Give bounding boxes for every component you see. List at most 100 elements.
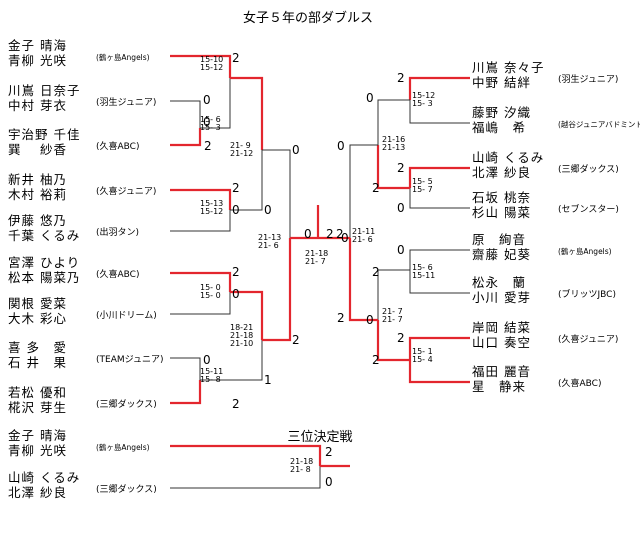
right-entry-player1: 福田 麗音 xyxy=(472,364,531,379)
score-r-s1: 0 xyxy=(341,231,349,245)
right-entry-player1: 石坂 桃奈 xyxy=(472,190,531,205)
game-score-m-l4: 15- 0 xyxy=(200,291,221,300)
game-score-m-r6: 21- 7 xyxy=(382,307,403,316)
score-l-e6: 2 xyxy=(232,265,240,279)
bracket-line xyxy=(262,149,291,238)
left-entry-player2: 千葉 くるみ xyxy=(8,228,80,243)
game-score-m-l3: 15-13 xyxy=(200,199,223,208)
bracket-line xyxy=(170,292,231,315)
game-score-m-l6: 21-12 xyxy=(230,149,253,158)
bracket-line xyxy=(376,145,410,190)
left-entry-team: (羽生ジュニア) xyxy=(96,96,156,108)
game-score-m-final: 21-18 xyxy=(305,249,328,258)
game-score-m-r5: 21-13 xyxy=(382,143,405,152)
score-r-e8: 2 xyxy=(372,353,380,367)
game-score-m-r7: 21-11 xyxy=(352,227,375,236)
right-entry-player2: 山口 奏空 xyxy=(472,335,531,350)
game-score-m-l8: 21- 6 xyxy=(258,241,279,250)
score-r-e4: 0 xyxy=(397,201,405,215)
bracket-line xyxy=(408,166,470,188)
right-entry-player2: 中野 結絆 xyxy=(472,75,531,90)
bracket-title: 女子５年の部ダブルス xyxy=(243,10,373,26)
left-entry-player2: 石 井 果 xyxy=(8,355,67,370)
score-l-sf3: 2 xyxy=(292,333,300,347)
game-score-m-l4: 15- 0 xyxy=(200,283,221,292)
game-score-m-l2: 15- 6 xyxy=(200,115,221,124)
right-entry-player1: 川嶌 奈々子 xyxy=(472,60,544,75)
score-r-sf4: 2 xyxy=(337,311,345,325)
score-r-sf3: 0 xyxy=(366,313,374,327)
left-entry-player1: 関根 愛菜 xyxy=(8,296,67,311)
bracket-line xyxy=(408,336,470,360)
right-entry-team: (羽生ジュニア) xyxy=(558,73,618,85)
score-l-sf2: 0 xyxy=(264,203,272,217)
bracket-line xyxy=(262,238,292,342)
game-score-m-third: 21-18 xyxy=(290,457,313,466)
left-entry-player2: 椛沢 芽生 xyxy=(8,400,67,415)
game-score-m-l2: 15- 3 xyxy=(200,123,221,132)
right-entry-player2: 杉山 陽菜 xyxy=(472,205,531,220)
bracket-line xyxy=(408,76,470,100)
right-entry-player1: 藤野 汐織 xyxy=(472,105,531,120)
right-entry-player2: 齋藤 妃葵 xyxy=(472,247,531,262)
score-l-e7: 0 xyxy=(232,287,240,301)
right-entry-team: (久喜ジュニア) xyxy=(558,333,618,345)
right-entry-team: (三郷ダックス) xyxy=(558,163,619,175)
bracket-line xyxy=(409,100,470,124)
game-score-m-l5: 15- 8 xyxy=(200,375,221,384)
right-entry-player2: 小川 愛芽 xyxy=(472,290,531,305)
score-r-sf1: 0 xyxy=(397,243,405,257)
score-t-top: 2 xyxy=(325,445,333,459)
left-entry-player1: 川嶌 日奈子 xyxy=(8,83,80,98)
left-entry-player2: 大木 彩心 xyxy=(8,311,67,326)
score-r-e6: 0 xyxy=(337,139,345,153)
game-score-m-r4: 15- 4 xyxy=(412,355,433,364)
game-score-m-r1: 15-12 xyxy=(412,91,435,100)
bracket-line xyxy=(200,78,231,129)
game-score-m-r2: 15- 5 xyxy=(412,177,433,186)
game-score-m-final: 21- 7 xyxy=(305,257,326,266)
left-entry-team: (鶴ヶ島Angels) xyxy=(96,52,150,62)
left-entry-team: (久喜ジュニア) xyxy=(96,185,156,197)
score-r-e1: 2 xyxy=(397,71,405,85)
game-score-m-third: 21- 8 xyxy=(290,465,311,474)
left-entry-player1: 伊藤 悠乃 xyxy=(8,213,67,228)
left-entry-player1: 宇治野 千佳 xyxy=(8,127,80,142)
game-score-m-l7: 18-21 xyxy=(230,323,253,332)
bracket-line xyxy=(349,144,378,238)
third-entry-team: (鶴ヶ島Angels) xyxy=(96,442,150,452)
left-entry-player1: 若松 優和 xyxy=(8,385,67,400)
game-score-m-r1: 15- 3 xyxy=(412,99,433,108)
score-r-sf2: 2 xyxy=(397,331,405,345)
bracket-line xyxy=(230,290,264,340)
left-entry-player2: 中村 芽衣 xyxy=(8,98,67,113)
bracket-lines xyxy=(170,54,470,489)
bracket-line xyxy=(377,99,410,145)
left-entry-player2: 松本 陽菜乃 xyxy=(8,270,80,285)
game-score-m-r6: 21- 7 xyxy=(382,315,403,324)
bracket-line xyxy=(348,238,378,322)
score-l-e3: 2 xyxy=(204,139,212,153)
score-l-e5: 0 xyxy=(232,203,240,217)
bracket-line xyxy=(170,100,201,128)
game-score-m-l3: 15-12 xyxy=(200,207,223,216)
game-score-m-r5: 21-16 xyxy=(382,135,405,144)
left-entry-player2: 木村 裕莉 xyxy=(8,187,67,202)
score-l-e1: 2 xyxy=(232,51,240,65)
score-l-qa-bot: 0 xyxy=(203,115,211,129)
bracket-line xyxy=(377,269,410,320)
game-score-m-l6: 21- 9 xyxy=(230,141,251,150)
score-r-e3: 2 xyxy=(397,161,405,175)
game-score-m-l7: 21-18 xyxy=(230,331,253,340)
game-score-m-r2: 15- 7 xyxy=(412,185,433,194)
right-entry-player1: 松永 蘭 xyxy=(472,275,526,290)
score-r-f: 2 xyxy=(326,227,334,241)
bracket-line xyxy=(170,210,231,232)
score-l-e4: 2 xyxy=(232,181,240,195)
left-entry-player1: 喜 多 愛 xyxy=(8,340,67,355)
score-l-qb-bot: 1 xyxy=(264,373,272,387)
left-entry-player1: 新井 柚乃 xyxy=(8,172,67,187)
left-entry-team: (小川ドリーム) xyxy=(96,310,157,321)
